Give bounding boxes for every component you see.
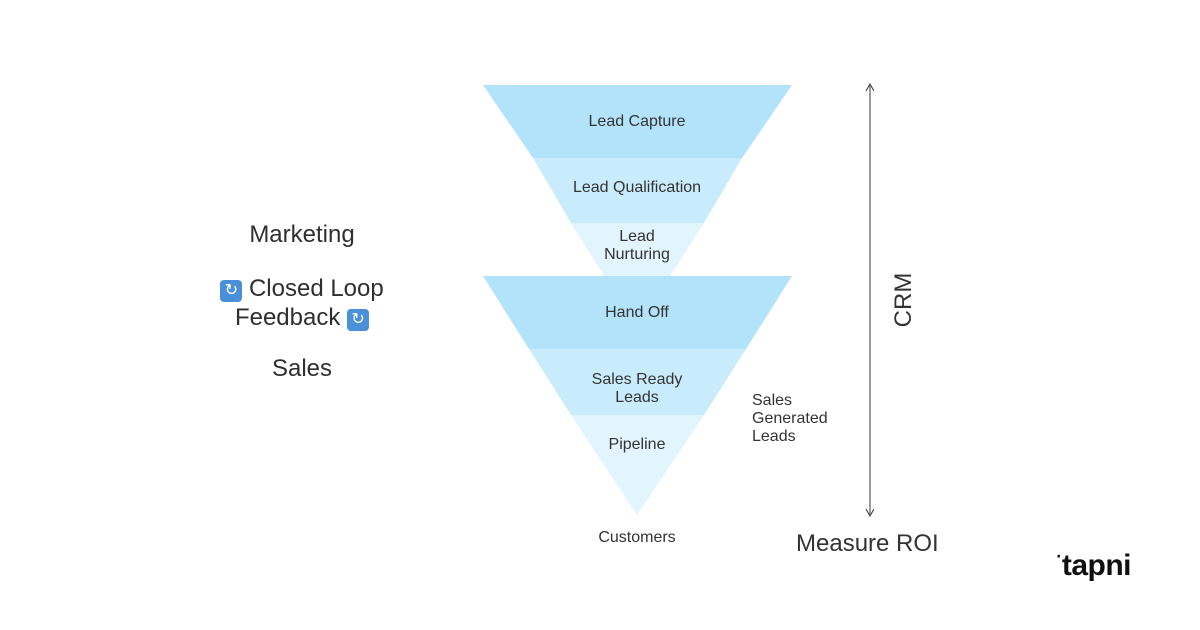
sales-generated-line2: Generated xyxy=(752,410,828,427)
closed-loop-line2: Feedback xyxy=(234,304,341,331)
closed-loop-feedback: ↻ Closed Loop Feedback ↻ xyxy=(172,274,432,332)
measure-roi-label: Measure ROI xyxy=(796,530,939,557)
refresh-icon: ↻ xyxy=(220,280,243,302)
funnel-bottom-band-1 xyxy=(483,276,792,349)
stage-lead-nurturing-line1: Lead xyxy=(619,228,655,245)
stage-sales-ready-line2: Leads xyxy=(615,389,659,406)
stage-sales-ready-leads: Sales Ready Leads xyxy=(537,371,737,407)
stage-lead-nurturing: Lead Nurturing xyxy=(537,228,737,264)
stage-lead-qualification: Lead Qualification xyxy=(572,179,702,196)
sales-generated-leads-label: Sales Generated Leads xyxy=(752,392,828,446)
funnel-top-band-3 xyxy=(571,223,704,276)
stage-sales-ready-line1: Sales Ready xyxy=(591,371,683,388)
crm-arrow-head-top xyxy=(865,82,875,92)
funnel-bottom-band-2 xyxy=(529,349,746,415)
marketing-label: Marketing xyxy=(249,221,355,248)
tapni-logo: ⋅tapni xyxy=(1056,548,1132,583)
customers-label: Customers xyxy=(598,529,676,546)
stage-lead-nurturing-line2: Nurturing xyxy=(604,246,670,263)
funnel-top-band-1 xyxy=(483,85,792,158)
sales-generated-line1: Sales xyxy=(752,392,793,409)
logo-spark-icon: ⋅ xyxy=(1056,548,1061,564)
stage-pipeline: Pipeline xyxy=(608,436,666,453)
crm-label: CRM xyxy=(890,272,917,328)
funnel-bottom-band-3 xyxy=(571,415,704,515)
refresh-icon: ↻ xyxy=(347,309,370,331)
funnel-top-band-2 xyxy=(533,158,742,223)
sales-generated-line3: Leads xyxy=(752,428,796,445)
stage-lead-capture: Lead Capture xyxy=(588,113,686,130)
closed-loop-line1: Closed Loop xyxy=(248,275,384,302)
stage-hand-off: Hand Off xyxy=(605,304,669,321)
sales-label: Sales xyxy=(271,355,333,382)
crm-arrow-head-bottom xyxy=(865,508,875,518)
logo-text: tapni xyxy=(1061,549,1132,582)
